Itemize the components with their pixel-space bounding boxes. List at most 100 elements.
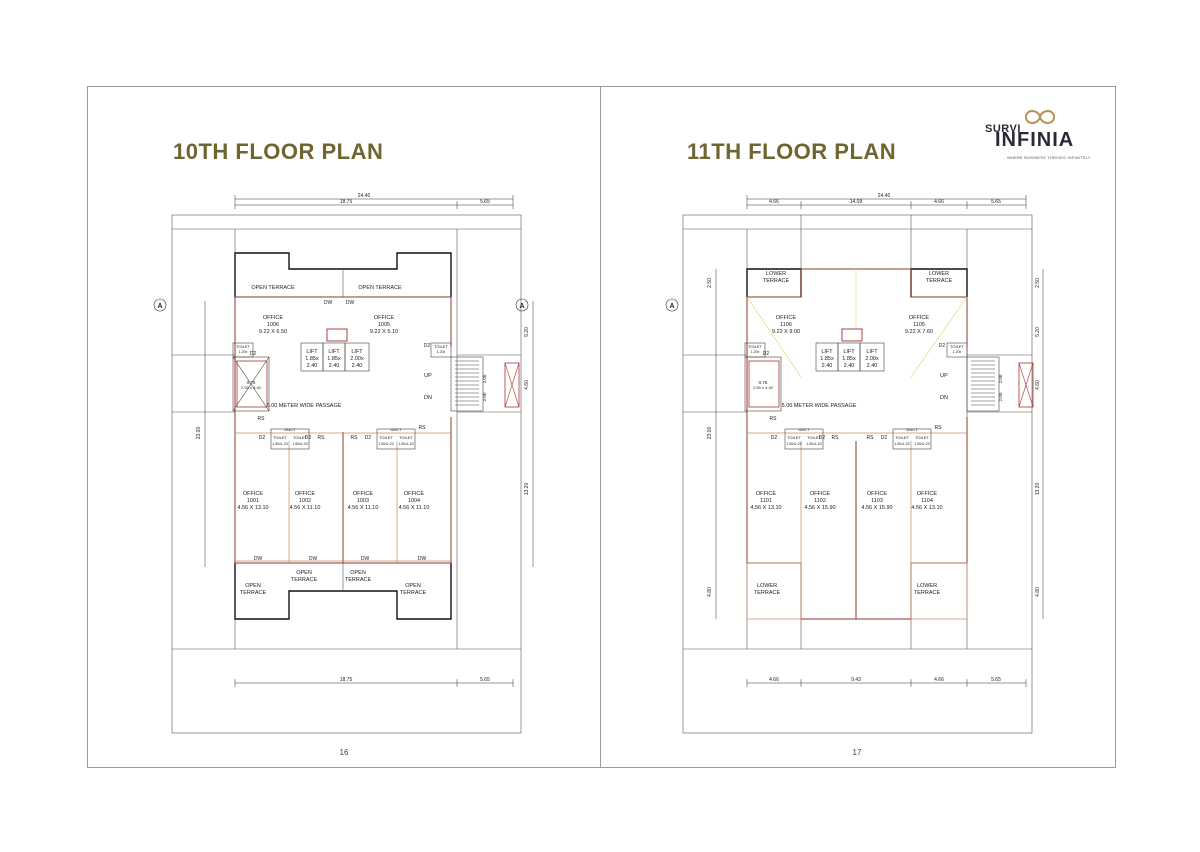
- office-1102-number: 1102: [814, 498, 826, 504]
- page-10th-floor: 10TH FLOOR PLAN: [88, 87, 600, 767]
- passage-label: 5.00 METER WIDE PASSAGE: [782, 403, 857, 409]
- lift-2-label: LIFT: [843, 349, 855, 355]
- lift-3-label: LIFT: [866, 349, 878, 355]
- stair-dim: 2.00: [482, 392, 487, 401]
- dim-left-bottom: 4.80: [707, 587, 713, 597]
- brochure-spread: 10TH FLOOR PLAN: [87, 86, 1116, 768]
- door-label: DW: [361, 556, 370, 562]
- door-label: D2: [819, 435, 826, 441]
- office-1002-label: OFFICE: [295, 491, 315, 497]
- office-1101-label: OFFICE: [756, 491, 776, 497]
- office-1003-number: 1003: [357, 498, 369, 504]
- door-label: D2: [881, 435, 888, 441]
- lift-3-size: 2.00x: [350, 356, 364, 362]
- toilet-label: TOILET: [950, 344, 964, 349]
- dim-bottom-seg-1: 4.66: [769, 677, 779, 683]
- dim-height: 23.00: [196, 427, 202, 440]
- office-1106-number: 1106: [780, 322, 792, 328]
- floor-plan-drawing-11: 24.40 4.66 14.09 4.66 5.65 4.66 9.43 4.6…: [665, 193, 1044, 734]
- office-1002-size: 4.56 X 11.10: [290, 505, 321, 511]
- door-label: D2: [424, 343, 431, 349]
- axis-marker-left: A: [669, 303, 674, 310]
- toilet-size: 1.50x1.20: [914, 442, 929, 446]
- toilet-size: 1.50x1.20: [786, 442, 801, 446]
- toilet-size: 1.20x: [239, 350, 248, 354]
- lift-2-size: 1.85x: [327, 356, 341, 362]
- dim-right-lower: 13.20: [1035, 483, 1041, 496]
- door-label: DW: [324, 300, 333, 306]
- office-1101-number: 1101: [760, 498, 772, 504]
- dim-seg-1: 4.66: [769, 199, 779, 205]
- page-title: 11TH FLOOR PLAN: [687, 139, 897, 164]
- page-number: 17: [852, 748, 862, 757]
- passage-label: 5.00 METER WIDE PASSAGE: [267, 403, 342, 409]
- toilet-label: TOILET: [434, 344, 448, 349]
- door-label: D2: [771, 435, 778, 441]
- duct-label: DUCT: [390, 427, 402, 432]
- shaft-size: 2.90 x 4.40: [753, 385, 774, 390]
- lift-shaft-right: [504, 362, 520, 408]
- office-1005-size: 9.22 X 5.10: [370, 329, 398, 335]
- axis-marker-left: A: [157, 303, 162, 310]
- duct-label: DUCT: [798, 427, 810, 432]
- office-1106-size: 9.22 X 9.00: [772, 329, 800, 335]
- toilet-size: 1.20x: [437, 350, 446, 354]
- dim-total-width: 24.40: [358, 193, 371, 199]
- stair-up-label: UP: [940, 373, 948, 379]
- page-title: 10TH FLOOR PLAN: [173, 139, 384, 164]
- shaft-label: 0.75: [247, 380, 256, 385]
- toilet-size: 1.50x1.20: [292, 442, 307, 446]
- toilet-label: TOILET: [807, 435, 821, 440]
- dim-height: 23.00: [707, 427, 713, 440]
- page-number: 16: [339, 748, 349, 757]
- office-1105-number: 1105: [913, 322, 925, 328]
- toilet-label: TOILET: [895, 435, 909, 440]
- office-1002-number: 1002: [299, 498, 311, 504]
- floor-plan-drawing-10: 24.40 18.75 5.65 18.75 5.65 23.00 5.20 4…: [153, 193, 534, 734]
- terrace-top-left: OPEN TERRACE: [251, 285, 295, 291]
- dim-right-top: 2.50: [1035, 278, 1041, 288]
- office-1001-number: 1001: [247, 498, 259, 504]
- toilet-label: TOILET: [915, 435, 929, 440]
- lift-3-size2: 2.40: [867, 363, 878, 369]
- stair-down-label: DN: [424, 395, 432, 401]
- toilet-size: 1.20x: [953, 350, 962, 354]
- rs-label: RS: [867, 435, 875, 441]
- lift-2-size: 1.85x: [842, 356, 856, 362]
- lift-3-size2: 2.40: [352, 363, 363, 369]
- toilet-size: 1.50x1.20: [378, 442, 393, 446]
- office-1103-label: OFFICE: [867, 491, 887, 497]
- office-1005-number: 1005: [378, 322, 390, 328]
- door-label: D2: [763, 351, 770, 357]
- dim-left-width: 18.75: [340, 199, 353, 205]
- dim-seg-4: 5.65: [991, 199, 1001, 205]
- toilet-label: TOILET: [293, 435, 307, 440]
- office-1101-size: 4.56 X 13.10: [750, 505, 781, 511]
- door-label: D2: [365, 435, 372, 441]
- rs-label: RS: [258, 416, 266, 422]
- dim-right-mid: 4.60: [524, 380, 530, 390]
- duct-label: DUCT: [906, 427, 918, 432]
- office-1006-label: OFFICE: [263, 315, 283, 321]
- lift-1-label: LIFT: [306, 349, 318, 355]
- dim-bottom-seg-3: 4.66: [934, 677, 944, 683]
- toilet-label: TOILET: [379, 435, 393, 440]
- rs-label: RS: [770, 416, 778, 422]
- stair-up-label: UP: [424, 373, 432, 379]
- office-1105-label: OFFICE: [909, 315, 929, 321]
- dim-bottom-seg-4: 5.65: [991, 677, 1001, 683]
- page-11th-floor: 11TH FLOOR PLAN SURVI INFINIA WHERE BUSI…: [601, 87, 1113, 767]
- office-1104-number: 1104: [921, 498, 933, 504]
- dim-seg-2: 14.09: [850, 199, 863, 205]
- rs-label: RS: [935, 425, 943, 431]
- office-1104-size: 4.56 X 13.10: [911, 505, 942, 511]
- brand-name-top: SURVI: [985, 123, 1021, 135]
- lift-1-size: 1.85x: [305, 356, 319, 362]
- dim-left-top: 2.50: [707, 278, 713, 288]
